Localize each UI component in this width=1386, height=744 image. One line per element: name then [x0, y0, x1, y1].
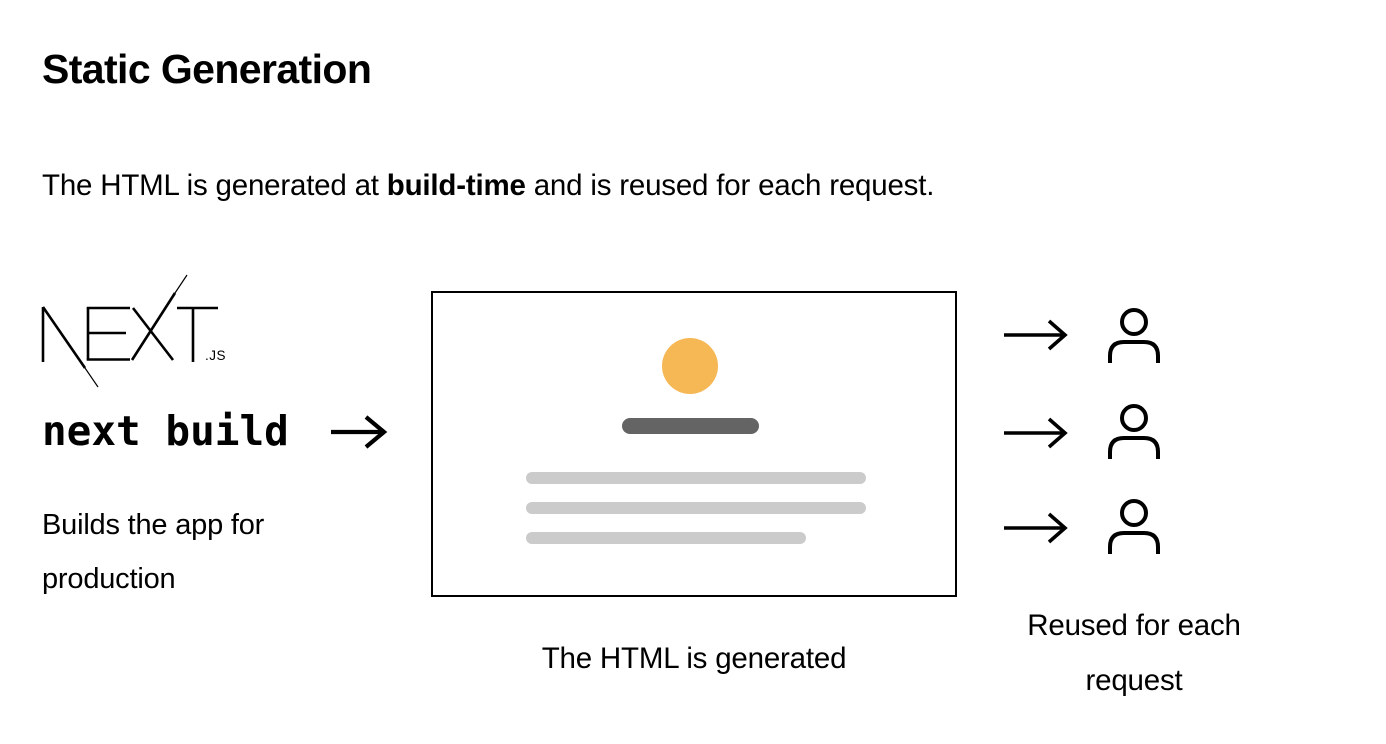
build-command-caption: Builds the app for production	[42, 509, 265, 595]
mock-avatar-circle	[662, 338, 718, 394]
mock-text-bar	[526, 502, 866, 514]
request-arrow-icon	[1004, 512, 1068, 544]
intro-bold-term: build-time	[386, 169, 526, 202]
generated-html-caption: The HTML is generated	[541, 642, 847, 675]
reuse-caption: Reused for each request	[1027, 609, 1241, 697]
build-command: next build	[42, 407, 289, 455]
mock-heading-bar	[622, 418, 759, 434]
mock-text-bar	[526, 472, 866, 484]
request-arrow-icon	[1004, 319, 1068, 351]
user-person-icon	[1108, 404, 1160, 459]
intro-text: The HTML is generated at build-time and …	[42, 169, 934, 203]
user-person-icon	[1108, 308, 1160, 363]
logo-js-suffix: .JS	[205, 348, 226, 363]
mock-text-bar	[526, 532, 806, 544]
generated-html-box	[431, 291, 957, 597]
user-person-icon	[1108, 499, 1160, 554]
build-arrow-icon	[331, 415, 388, 449]
intro-suffix: and is reused for each request.	[525, 169, 935, 202]
page-title: Static Generation	[42, 46, 372, 92]
nextjs-logo-icon: .JS	[41, 274, 226, 388]
intro-prefix: The HTML is generated at	[42, 169, 387, 202]
request-arrow-icon	[1004, 417, 1068, 449]
